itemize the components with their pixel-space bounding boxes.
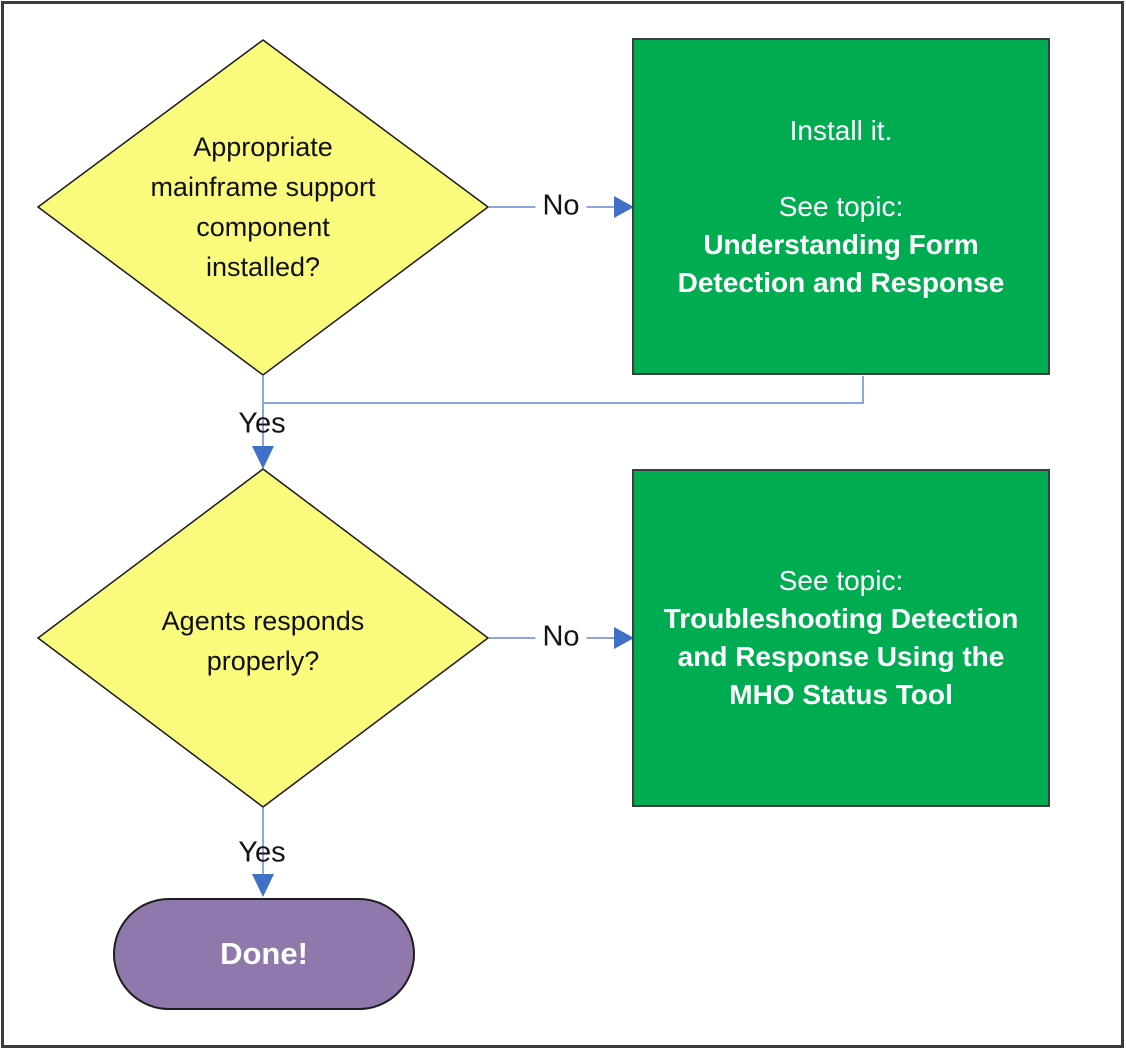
arrowhead-no2-icon [614,627,634,649]
install-topic-box: Install it. See topic: Understanding For… [632,38,1050,375]
troubleshoot-topic-box: See topic: Troubleshooting Detection and… [632,469,1050,807]
decision2-line: properly? [206,646,320,676]
decision1-line: installed? [205,252,321,282]
edge-label-yes2: Yes [238,836,286,869]
done-label: Done! [220,936,308,971]
edge-label-no2: No [535,620,587,654]
see-topic-label: See topic: [778,565,904,596]
topic-link-mho-status-tool[interactable]: MHO Status Tool [729,679,953,710]
decision1-text: Appropriate mainframe support component … [93,127,433,287]
topic-link-understanding-form[interactable]: Detection and Response [677,266,1005,298]
decision2-text: Agents responds properly? [93,601,433,681]
edge-installbox-return-line [263,376,864,404]
decision1-diamond [36,39,490,376]
arrowhead-yes2-icon [252,874,274,897]
decision1-line: component [196,212,330,242]
done-terminal: Done! [113,898,415,1010]
decision1-line: mainframe support [150,172,376,202]
arrowhead-no1-icon [614,196,634,218]
edge-label-no1: No [535,189,587,223]
decision2-diamond [36,468,490,808]
install-instruction: Install it. [789,114,893,146]
topic-link-understanding-form[interactable]: Understanding Form [703,228,979,260]
arrowhead-yes1-icon [252,446,274,469]
topic-link-mho-status-tool[interactable]: and Response Using the [677,641,1005,672]
topic-link-mho-status-tool[interactable]: Troubleshooting Detection [663,603,1019,634]
decision2-line: Agents responds [161,606,365,636]
see-topic-label: See topic: [778,190,904,222]
decision1-line: Appropriate [193,132,333,162]
edge-label-yes1: Yes [238,407,286,440]
